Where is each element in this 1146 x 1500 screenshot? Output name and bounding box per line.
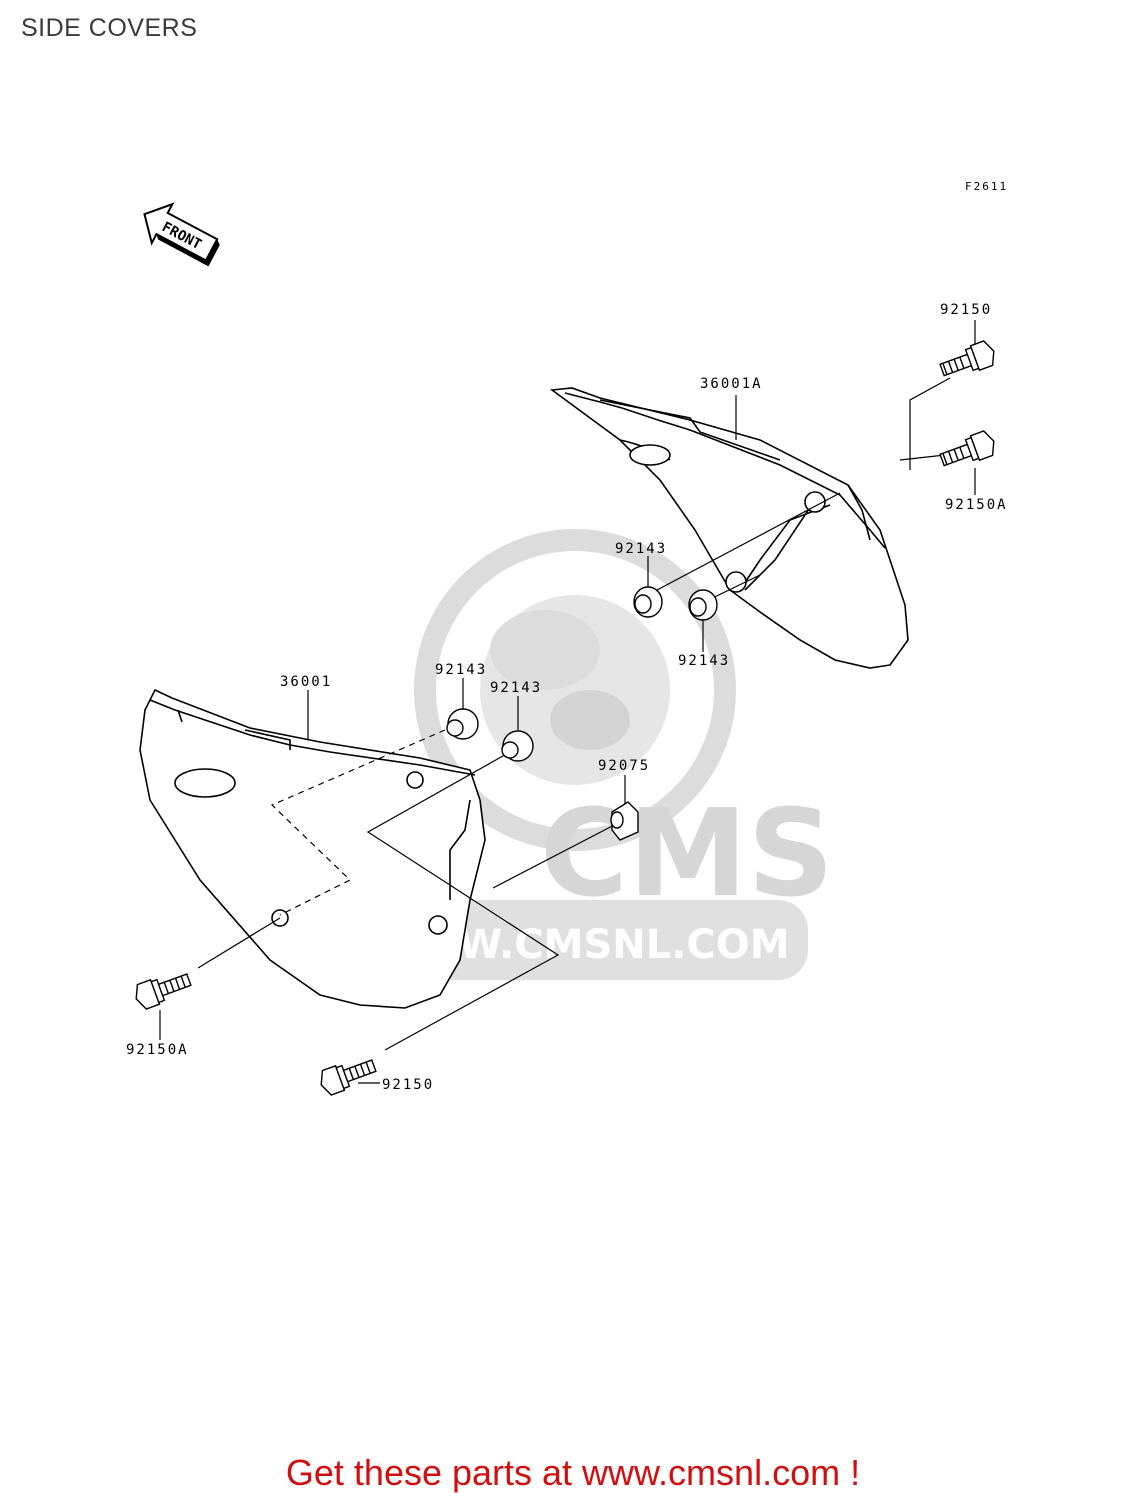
front-arrow-icon: FRONT — [143, 202, 220, 267]
watermark-brand: CMS — [540, 785, 834, 924]
page-title: SIDE COVERS — [21, 14, 198, 42]
label-92150A-left: 92150A — [126, 1042, 189, 1058]
right-side-cover — [549, 387, 909, 669]
label-92150A-top: 92150A — [945, 497, 1008, 513]
label-36001A: 36001A — [700, 376, 763, 392]
label-92075: 92075 — [598, 758, 650, 774]
label-92143-upper-2: 92143 — [678, 653, 730, 669]
footer-link[interactable]: Get these parts at www.cmsnl.com ! — [285, 1452, 861, 1493]
bolt-icon — [135, 340, 995, 1096]
label-36001: 36001 — [280, 674, 332, 690]
label-92150-bottom: 92150 — [382, 1077, 434, 1093]
label-92143-lower-2: 92143 — [490, 680, 542, 696]
figure-code: F2611 — [965, 180, 1008, 193]
damper-icon — [610, 801, 639, 841]
label-92143-upper-1: 92143 — [615, 541, 667, 557]
label-92150-top: 92150 — [940, 302, 992, 318]
left-side-cover — [139, 688, 486, 1009]
assembly-lines — [159, 320, 976, 1084]
label-92143-lower-1: 92143 — [435, 662, 487, 678]
grommet-icon — [446, 586, 718, 762]
